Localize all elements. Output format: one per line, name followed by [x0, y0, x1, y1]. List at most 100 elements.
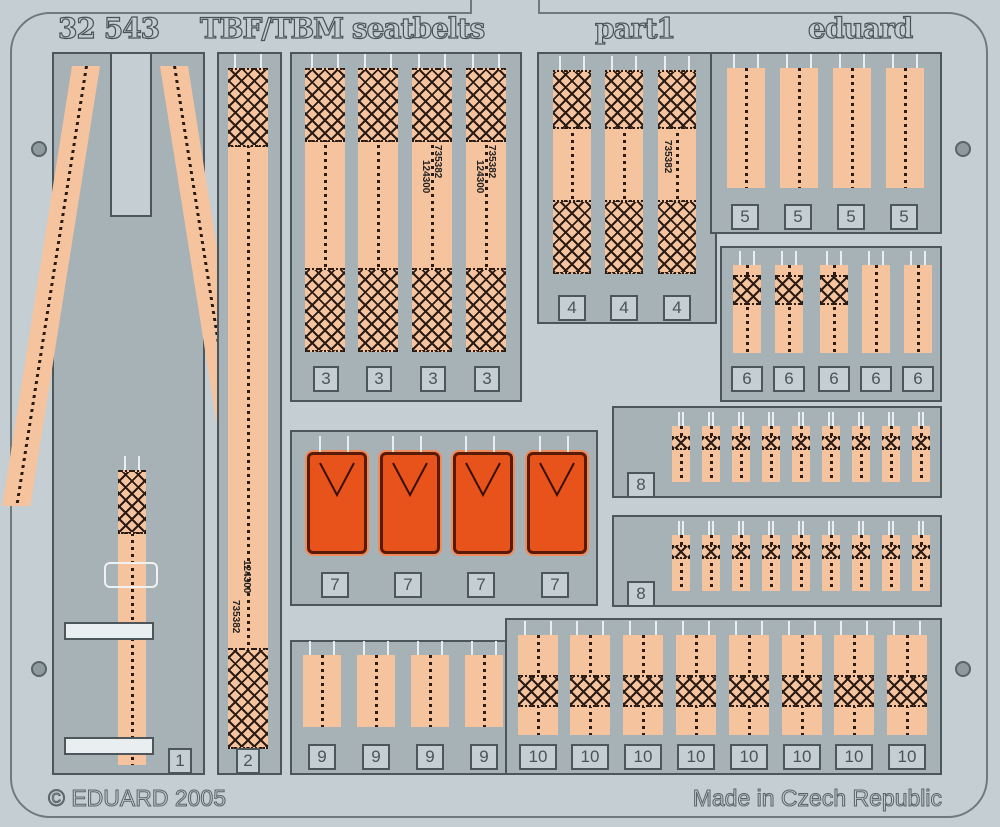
attachment-tab — [611, 56, 613, 70]
attachment-tab — [465, 436, 467, 452]
stitch-pattern — [820, 275, 848, 305]
part-number-label: 3 — [474, 366, 500, 392]
part-number-label: 5 — [837, 204, 865, 230]
seatbelt-strap — [833, 68, 871, 188]
attachment-tab — [888, 521, 890, 535]
seatbelt-strap — [887, 635, 927, 735]
attachment-tab — [712, 521, 714, 535]
attachment-tab — [772, 412, 774, 426]
seat-pad — [453, 452, 513, 554]
part-number-label: 10 — [571, 744, 609, 770]
stitch-pattern — [305, 68, 345, 142]
seatbelt-strap — [729, 635, 769, 735]
buckle — [104, 562, 158, 588]
attachment-tab — [319, 436, 321, 452]
attachment-tab — [493, 436, 495, 452]
attachment-tab — [858, 412, 860, 426]
seatbelt-strap — [228, 68, 268, 749]
stitch-pattern — [623, 675, 663, 707]
attachment-tab — [802, 412, 804, 426]
seatbelt-strap — [780, 68, 818, 188]
stamp-text: 735382 — [432, 145, 443, 179]
attachment-tab — [682, 521, 684, 535]
attachment-tab — [678, 412, 680, 426]
seatbelt-strap — [702, 426, 720, 482]
attachment-tab — [910, 251, 912, 265]
attachment-tab — [124, 456, 126, 470]
attachment-tab — [418, 54, 420, 68]
adjuster-tab — [64, 737, 154, 755]
part-number-label: 6 — [773, 366, 805, 392]
part-number-label: 9 — [362, 744, 390, 770]
seat-pad — [307, 452, 367, 554]
attachment-tab — [892, 54, 894, 68]
attachment-tab — [688, 56, 690, 70]
part-number-label: 9 — [308, 744, 336, 770]
attachment-tab — [441, 641, 443, 655]
attachment-tab — [761, 621, 763, 635]
seatbelt-strap — [820, 265, 848, 353]
stitch-pattern — [466, 68, 506, 142]
stitch-pattern — [672, 545, 690, 559]
seatbelt-strap — [762, 535, 780, 591]
attachment-tab — [832, 412, 834, 426]
stitch-pattern — [792, 545, 810, 559]
attachment-tab — [802, 521, 804, 535]
seatbelt-strap — [676, 635, 716, 735]
stitch-pattern — [658, 70, 696, 129]
stitch-pattern — [605, 200, 643, 274]
stamp-text: 124300 — [241, 560, 252, 594]
seatbelt-strap — [605, 70, 643, 274]
attachment-tab — [753, 251, 755, 265]
stitch-pattern — [412, 268, 452, 352]
attachment-tab — [757, 54, 759, 68]
stitch-pattern — [702, 436, 720, 450]
seatbelt-strap — [852, 426, 870, 482]
attachment-tab — [739, 251, 741, 265]
mount-hole — [31, 661, 47, 677]
attachment-tab — [839, 54, 841, 68]
seatbelt-strap — [822, 535, 840, 591]
attachment-tab — [260, 54, 262, 68]
seatbelt-strap — [882, 535, 900, 591]
attachment-tab — [498, 54, 500, 68]
attachment-tab — [471, 641, 473, 655]
attachment-tab — [138, 456, 140, 470]
seatbelt-strap — [733, 265, 761, 353]
part-number-label: 7 — [467, 572, 495, 598]
attachment-tab — [417, 641, 419, 655]
attachment-tab — [309, 641, 311, 655]
attachment-tab — [708, 521, 710, 535]
seatbelt-strap — [822, 426, 840, 482]
stitch-pattern — [553, 200, 591, 274]
attachment-tab — [678, 521, 680, 535]
attachment-tab — [420, 436, 422, 452]
adjuster-tab — [64, 622, 154, 640]
set-title: TBF/TBM seatbelts — [199, 11, 485, 45]
part-number-label: 10 — [835, 744, 873, 770]
attachment-tab — [858, 521, 860, 535]
seatbelt-strap — [792, 426, 810, 482]
mount-hole — [31, 141, 47, 157]
part-number-label: 3 — [313, 366, 339, 392]
attachment-tab — [583, 56, 585, 70]
attachment-tab — [742, 521, 744, 535]
attachment-tab — [363, 641, 365, 655]
stitch-pattern — [518, 675, 558, 707]
attachment-tab — [733, 54, 735, 68]
attachment-tab — [781, 251, 783, 265]
stitch-pattern — [570, 675, 610, 707]
attachment-tab — [234, 54, 236, 68]
part-number-label: 8 — [627, 472, 655, 498]
attachment-tab — [347, 436, 349, 452]
attachment-tab — [708, 412, 710, 426]
part-number-label: 3 — [366, 366, 392, 392]
pad-v-mark — [392, 462, 428, 498]
seatbelt-strap — [762, 426, 780, 482]
attachment-tab — [472, 54, 474, 68]
seat-pad — [527, 452, 587, 554]
seatbelt-strap — [732, 426, 750, 482]
seatbelt-strap — [118, 470, 146, 765]
stamp-text: 124300 — [420, 160, 431, 194]
